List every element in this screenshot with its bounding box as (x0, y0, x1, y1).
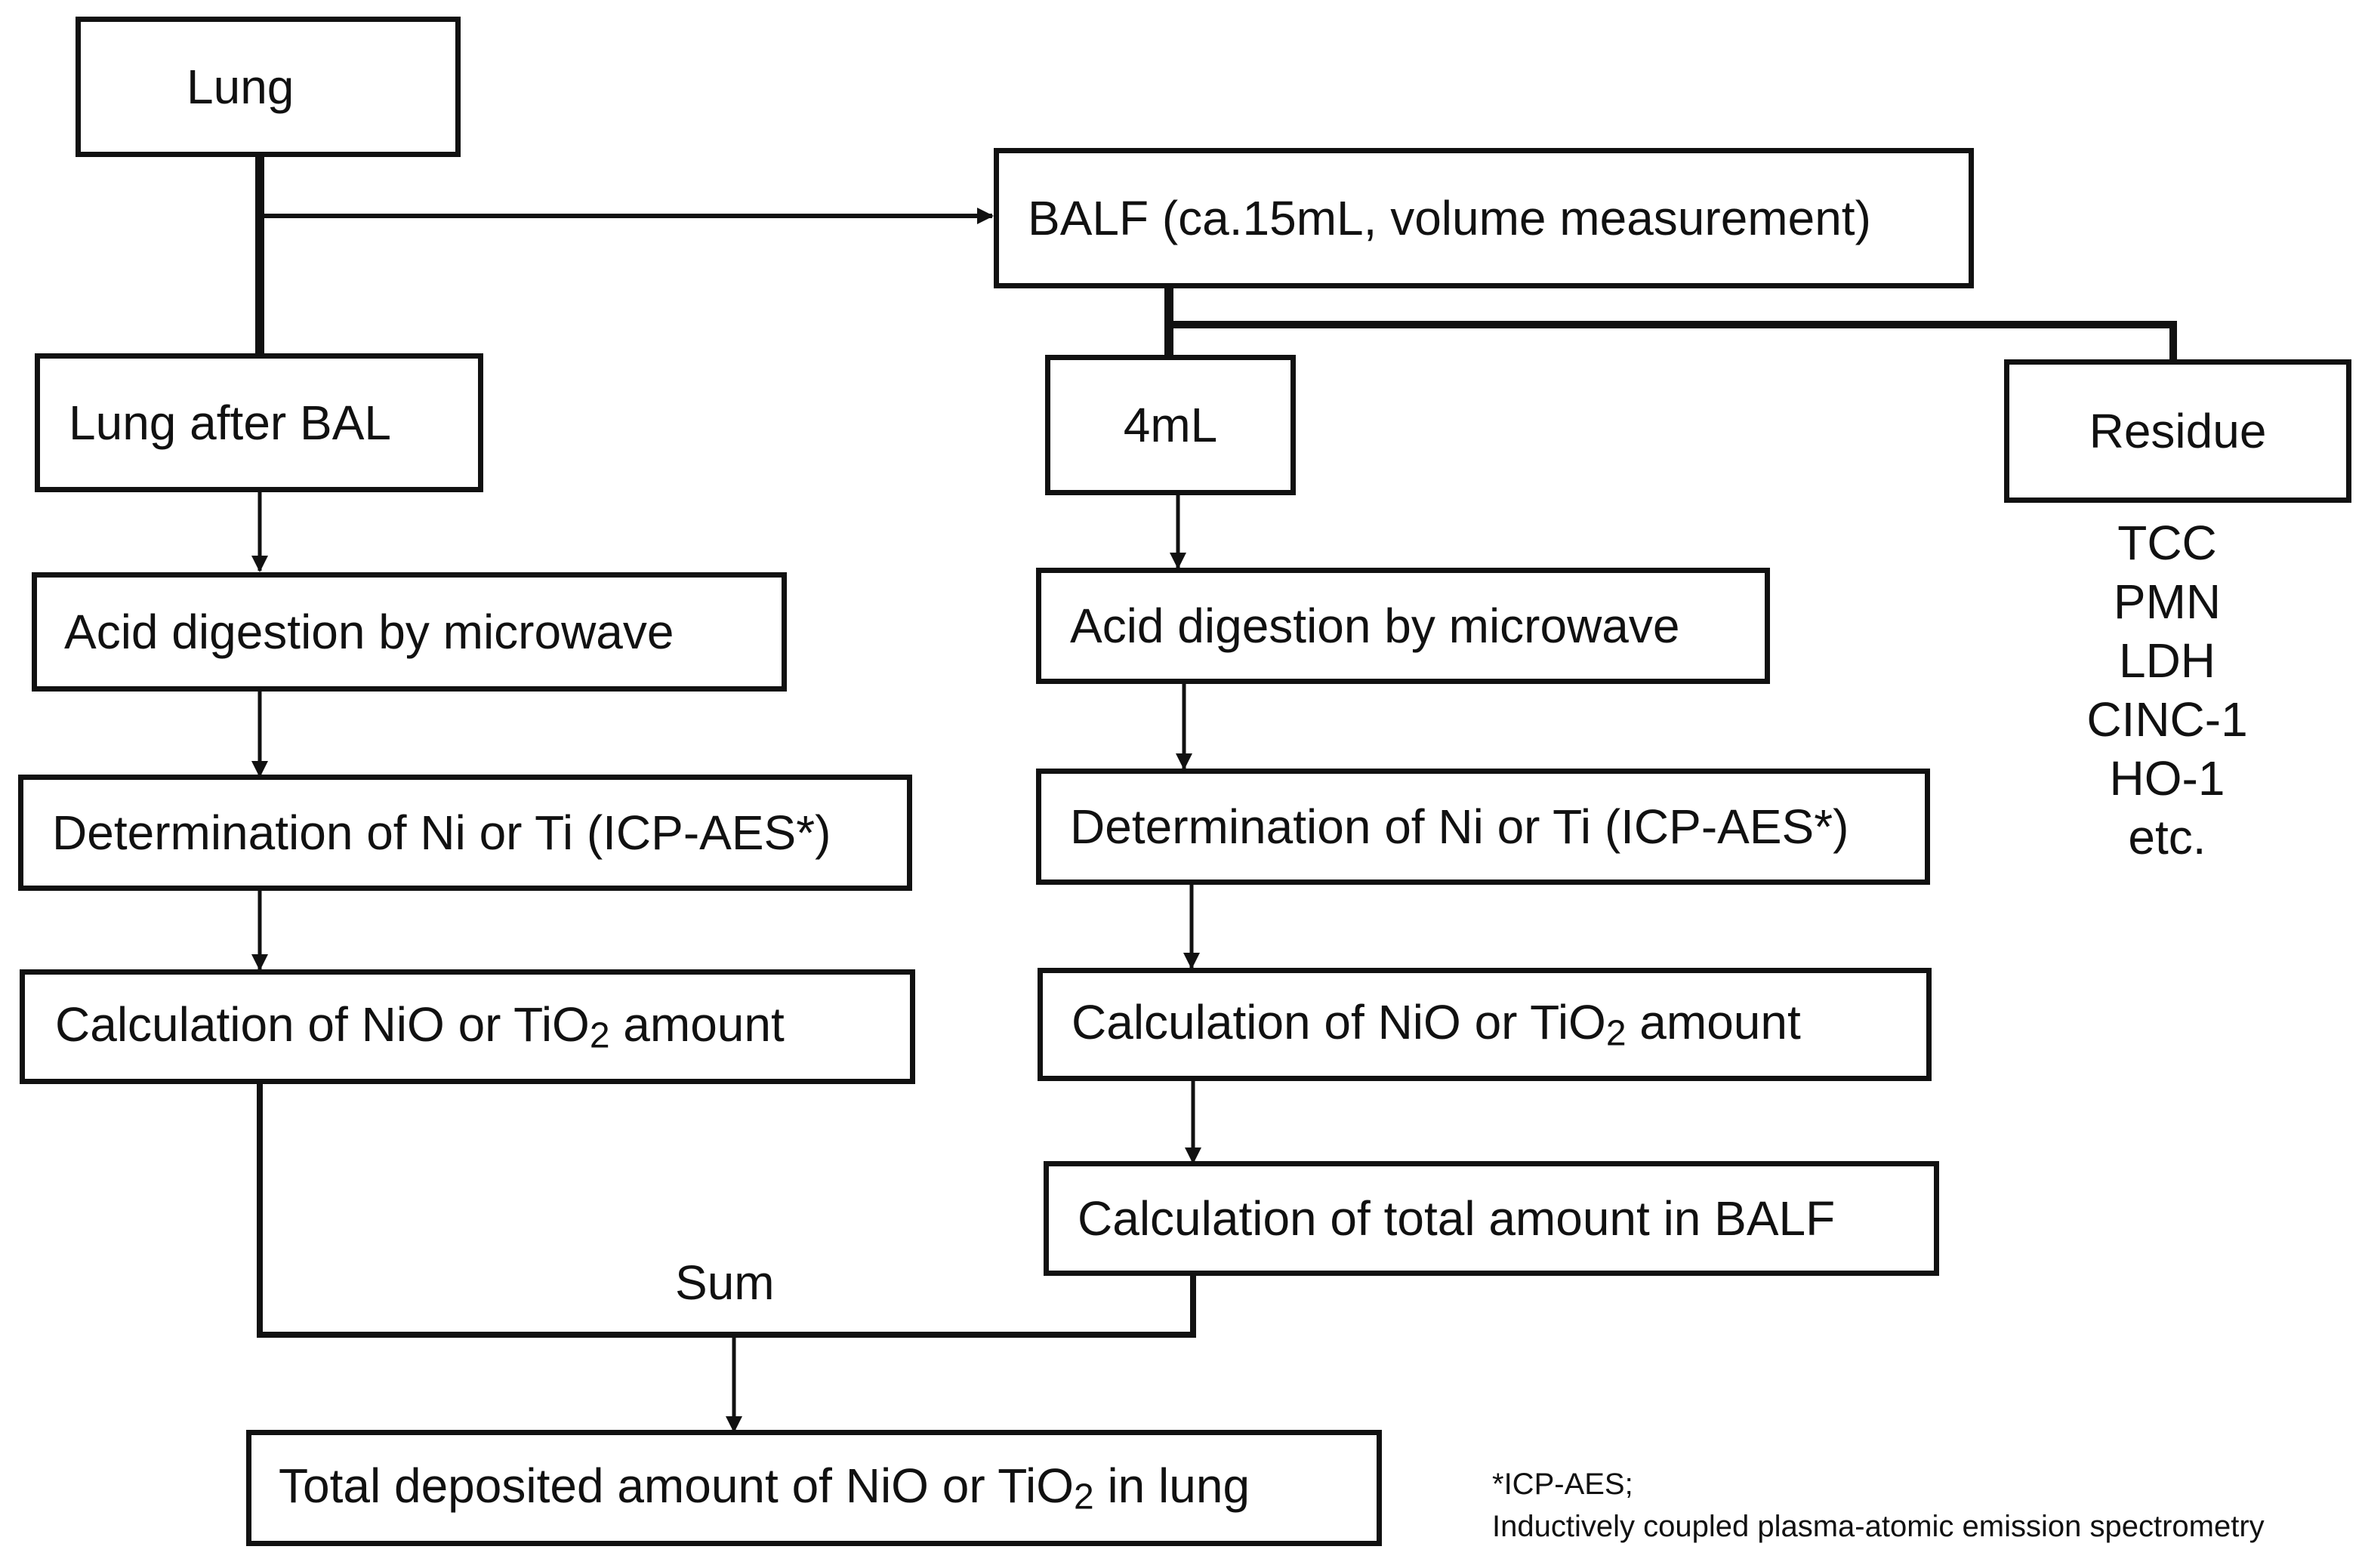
node-lung-after-bal-label: Lung after BAL (69, 396, 391, 450)
node-residue: Residue (2004, 359, 2351, 503)
residue-item: TCC (2117, 516, 2217, 570)
residue-item: PMN (2113, 575, 2222, 629)
node-acid-digestion-right-label: Acid digestion by microwave (1070, 599, 1680, 653)
calc-right-subscript: 2 (1605, 1013, 1627, 1054)
node-acid-digestion-left-label: Acid digestion by microwave (64, 605, 674, 659)
node-4ml: 4mL (1045, 355, 1296, 495)
node-calc-amount-right-label: Calculation of NiO or TiO2 amount (1072, 994, 1801, 1055)
node-determination-left-label: Determination of Ni or Ti (ICP-AES*) (52, 806, 831, 860)
footnote-line2: Inductively coupled plasma-atomic emissi… (1492, 1510, 2265, 1543)
calc-right-text: Calculation of NiO or TiO (1072, 995, 1606, 1050)
node-total-deposited: Total deposited amount of NiO or TiO2 in… (246, 1430, 1382, 1546)
node-calc-total-balf: Calculation of total amount in BALF (1044, 1161, 1939, 1276)
node-lung-after-bal: Lung after BAL (35, 353, 483, 492)
node-acid-digestion-right: Acid digestion by microwave (1036, 568, 1770, 684)
footnote: *ICP-AES; Inductively coupled plasma-ato… (1492, 1463, 2265, 1548)
total-text: Total deposited amount of NiO or TiO (279, 1459, 1074, 1514)
footnote-line1: *ICP-AES; (1492, 1468, 1633, 1501)
node-calc-amount-left: Calculation of NiO or TiO2 amount (20, 969, 915, 1084)
calc-left-text: Calculation of NiO or TiO (55, 997, 590, 1052)
residue-item: CINC-1 (2086, 692, 2248, 747)
node-lung: Lung (76, 17, 461, 157)
node-calc-amount-left-label: Calculation of NiO or TiO2 amount (55, 997, 785, 1057)
node-balf: BALF (ca.15mL, volume measurement) (994, 148, 1974, 288)
calc-right-text-end: amount (1626, 995, 1801, 1050)
connector-balf-to-residue (1169, 321, 2177, 361)
node-lung-label: Lung (187, 60, 294, 114)
node-residue-label: Residue (2089, 404, 2267, 458)
residue-item: LDH (2118, 633, 2216, 688)
node-balf-label: BALF (ca.15mL, volume measurement) (1028, 191, 1871, 245)
node-determination-left: Determination of Ni or Ti (ICP-AES*) (18, 775, 912, 891)
node-calc-amount-right: Calculation of NiO or TiO2 amount (1038, 968, 1932, 1081)
node-4ml-label: 4mL (1123, 398, 1218, 452)
sum-bracket (257, 1083, 1196, 1338)
calc-left-subscript: 2 (589, 1015, 610, 1056)
residue-measurements-list: TCC PMN LDH CINC-1 HO-1 etc. (2039, 513, 2296, 867)
node-calc-total-balf-label: Calculation of total amount in BALF (1078, 1191, 1836, 1246)
total-text-end: in lung (1093, 1459, 1250, 1514)
residue-item: etc. (2128, 810, 2206, 864)
node-acid-digestion-left: Acid digestion by microwave (32, 572, 787, 692)
sum-label: Sum (675, 1255, 775, 1310)
node-total-deposited-label: Total deposited amount of NiO or TiO2 in… (279, 1458, 1250, 1518)
node-determination-right-label: Determination of Ni or Ti (ICP-AES*) (1070, 799, 1849, 854)
residue-item: HO-1 (2109, 751, 2225, 806)
node-determination-right: Determination of Ni or Ti (ICP-AES*) (1036, 769, 1930, 885)
calc-left-text-end: amount (609, 997, 785, 1052)
total-subscript: 2 (1073, 1477, 1094, 1517)
